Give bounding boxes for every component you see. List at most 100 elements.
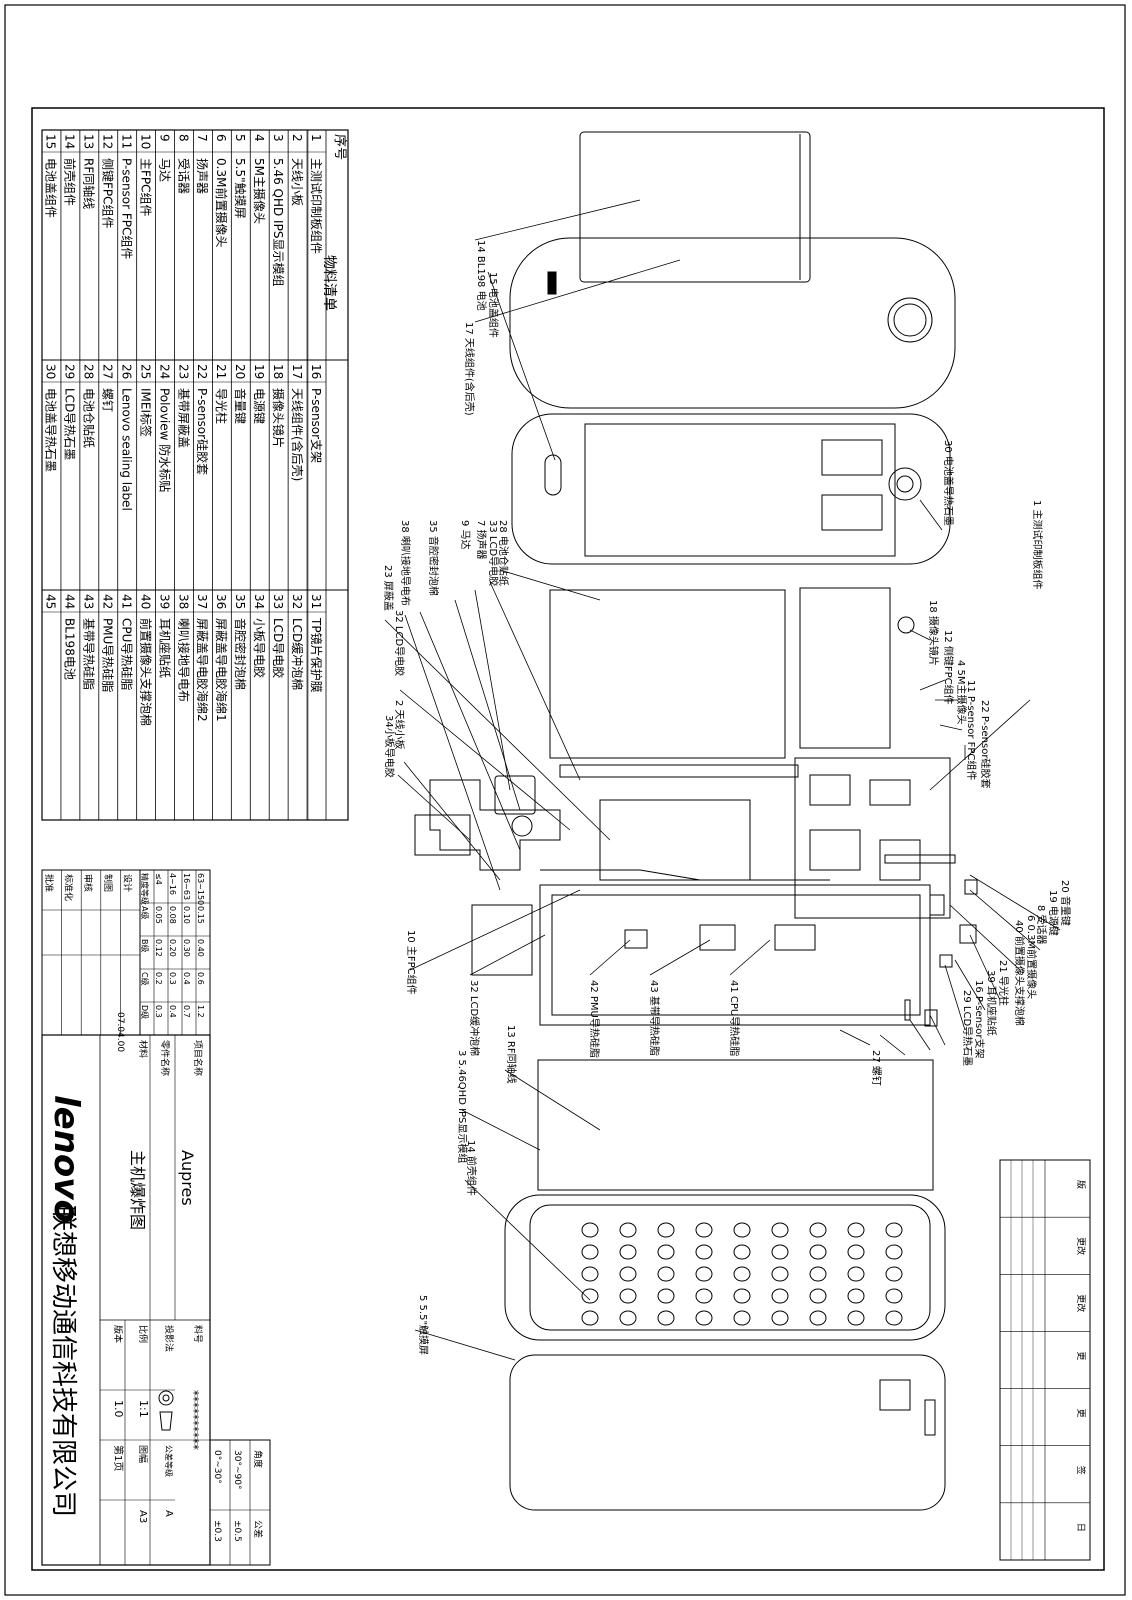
tolerance-cell: 0.7: [182, 1005, 191, 1018]
bom-row-name: 5M主摄像头: [252, 158, 267, 224]
part-name: 主机爆炸图: [128, 1150, 147, 1230]
bom-row-number: 2: [290, 134, 304, 142]
bom-row-number: 29: [63, 364, 77, 379]
bom-row-name: P-sensor支架: [309, 388, 323, 463]
bom-row-name: 天线小板: [290, 158, 304, 206]
bom-row-number: 34: [252, 594, 266, 609]
bom-row-name: Lenovo sealing label: [119, 388, 133, 511]
tolerance-cell: ≤4: [154, 873, 163, 885]
bom-row-number: 10: [138, 134, 152, 149]
bom-row-number: 24: [157, 364, 171, 379]
callout-label: 14 BL198 电池: [475, 240, 488, 311]
angle-tolerance-table: 角度 公差 0°~30° ±0.3 30°~90° ±0.5: [209, 1439, 271, 1566]
material-label: 材料: [137, 1040, 149, 1058]
display-module-part: [539, 884, 931, 1026]
revision-header: 更改: [1075, 1237, 1087, 1255]
bom-row-number: 28: [82, 364, 96, 379]
tolerance-cell: 0.3: [154, 1005, 163, 1018]
tolerance-header: C级: [140, 972, 150, 986]
bom-row-number: 11: [119, 134, 133, 149]
bom-row-number: 31: [309, 594, 323, 609]
bom-row-name: 马达: [157, 158, 171, 182]
company-name: 联想移动通信科技有限公司: [48, 1205, 78, 1517]
bom-row-name: 主FPC组件: [138, 158, 152, 217]
callout-label: 12 侧键FPC组件: [942, 630, 955, 705]
callout-label: 13 RF同轴线: [505, 1025, 518, 1084]
outer-border: [4, 4, 1126, 1596]
scale-label: 比例: [137, 1325, 149, 1343]
revision-header: 签: [1075, 1466, 1087, 1475]
bom-row-number: 43: [82, 594, 96, 609]
title-block-text: 项目名称 Aupres 零件名称 主机爆炸图 材料 料号 ********** …: [46, 1040, 204, 1523]
callout-labels: 14 BL198 电池 17 天线组件(含后壳) 15 电池盖组件 30 电池盖导热石…: [382, 240, 1072, 1355]
bom-row-number: 17: [290, 364, 304, 379]
bom-row-number: 4: [252, 134, 266, 142]
callout-label: 15 电池盖组件: [487, 272, 500, 338]
bom-row-number: 20: [233, 364, 247, 379]
leader-lines: [384, 199, 1061, 1361]
tolerance-cell: 0.10: [182, 906, 191, 924]
bom-row-name: 电源键: [252, 388, 266, 424]
callout-label: 27 螺钉: [870, 1050, 882, 1086]
bom-row-number: 37: [195, 594, 209, 609]
small-board-part: [414, 814, 471, 856]
bom-row-number: 33: [271, 594, 285, 609]
bom-row-name: 基带导热硅脂: [82, 618, 97, 690]
tolerance-cell: 0.30: [182, 939, 191, 957]
bom-row-number: 14: [63, 134, 77, 149]
revision-header: 日: [1075, 1523, 1086, 1532]
callout-label: 30 电池盖导热石墨: [942, 440, 955, 526]
bom-row-number: 7: [195, 134, 209, 142]
bom-row-name: LCD缓冲泡棉: [290, 618, 305, 690]
bom-row-name: 基带屏蔽盖: [176, 388, 190, 448]
tolerance-cell: 0.20: [168, 939, 177, 957]
tolerance-cell: 0.12: [154, 939, 163, 957]
tolerance-cell: 0.6: [196, 972, 205, 985]
bom-row-name: 扬声器: [195, 158, 210, 194]
tolerance-header: D级: [140, 1005, 150, 1019]
bom-row-number: 27: [101, 364, 115, 379]
bom-row-name: PMU导热硅脂: [101, 618, 116, 692]
light-guide-part: [939, 954, 953, 968]
bom-row-name: 天线组件(含后壳): [290, 388, 305, 481]
bom-row-name: 屏蔽盖导电胶海绵1: [214, 618, 229, 722]
callout-label: 17 天线组件(含后壳): [463, 322, 476, 416]
lenovo-logo: lenovo: [46, 1095, 86, 1223]
bom-row-number: 38: [176, 594, 190, 609]
version-value: 1.0: [112, 1400, 125, 1418]
callout-label: 18 摄像头镜片: [927, 600, 940, 666]
shield-cover-part: [599, 799, 751, 881]
tolerance-header: B级: [140, 939, 150, 953]
angle-row-0-tol: ±0.3: [212, 1520, 222, 1542]
bom-row-number: 25: [138, 364, 152, 379]
callout-label: 34小板导电胶: [383, 715, 396, 778]
bom-row-name: 受话器: [176, 158, 190, 194]
bom-row-name: IMEI标签: [138, 388, 153, 437]
revision-header: 更: [1075, 1351, 1086, 1360]
bom-row-name: 音腔密封泡棉: [233, 618, 248, 690]
part-no: **********: [187, 1390, 201, 1450]
volume-key-part: [884, 854, 956, 864]
callout-label: 20 音量键: [1059, 880, 1072, 926]
revision-header: 版: [1075, 1180, 1087, 1189]
battery-cover-part: [509, 237, 956, 409]
antenna-board-part: [471, 904, 533, 976]
bom-header-no: 序号: [332, 134, 347, 160]
tolerance-cell: 0.4: [182, 972, 191, 985]
callout-label: 21 导光柱: [997, 960, 1010, 1006]
size-value: A3: [137, 1510, 148, 1523]
receiver-part: [929, 894, 945, 916]
callout-label: 5 5.5"触摸屏: [417, 1295, 430, 1355]
role-label: 设计: [121, 874, 133, 892]
angle-row-1-range: 30°~90°: [232, 1450, 242, 1489]
bom-row-number: 23: [176, 364, 190, 379]
callout-label: 4 5M主摄像头: [955, 660, 968, 725]
bom-row-number: 30: [44, 364, 58, 379]
bom-row-number: 3: [271, 134, 285, 142]
tolerance-cell: 0.3: [168, 972, 177, 985]
callout-label: 22 P-sensor硅胶套: [979, 700, 992, 788]
